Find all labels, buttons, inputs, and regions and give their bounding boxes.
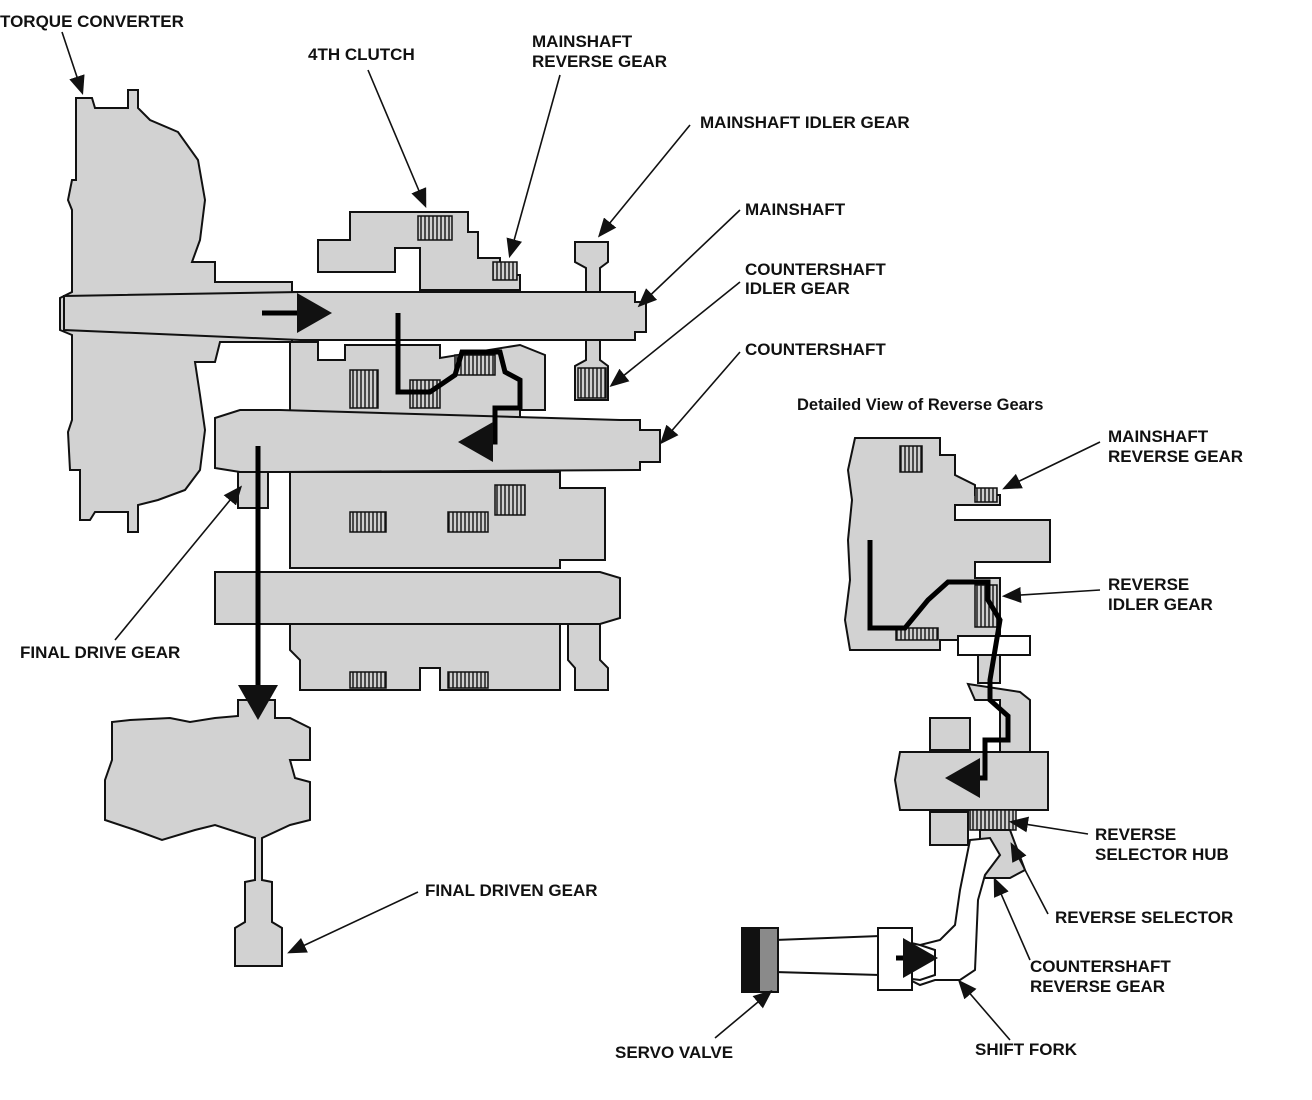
- upper-gear-teeth-b: [409, 379, 441, 409]
- upper-gear-teeth-a: [349, 369, 379, 409]
- label-countershaft: COUNTERSHAFT: [745, 340, 886, 359]
- countershaft-body: [214, 409, 661, 473]
- bottom-gear-teeth-a: [349, 671, 387, 689]
- label-detail-mainshaft-reverse-gear-l2: REVERSE GEAR: [1108, 447, 1243, 466]
- label-mainshaft-reverse-gear-l1: MAINSHAFT: [532, 32, 633, 51]
- upper-gear-teeth-c: [454, 354, 496, 376]
- label-countershaft-idler-gear-l1: COUNTERSHAFT: [745, 260, 886, 279]
- detail-reverse-idler-gear-b: [895, 627, 939, 641]
- detail-countershaft-hub: [929, 717, 971, 751]
- label-detail-countershaft-reverse-gear-l1: COUNTERSHAFT: [1030, 957, 1171, 976]
- label-detail-reverse-selector: REVERSE SELECTOR: [1055, 908, 1233, 927]
- label-mainshaft-idler-gear: MAINSHAFT IDLER GEAR: [700, 113, 910, 132]
- detail-mainshaft-reverse-gear-teeth: [974, 487, 998, 503]
- final-driven-gear: [104, 699, 311, 967]
- leader-lines: [61, 31, 1101, 1041]
- detail-lower-housing: [929, 811, 969, 846]
- mainshaft-reverse-gear: [492, 261, 518, 281]
- label-mainshaft: MAINSHAFT: [745, 200, 846, 219]
- label-final-driven-gear: FINAL DRIVEN GEAR: [425, 881, 598, 900]
- countershaft-idler-gear: [577, 367, 607, 399]
- label-detail-reverse-idler-gear-l2: IDLER GEAR: [1108, 595, 1213, 614]
- label-countershaft-idler-gear-l2: IDLER GEAR: [745, 279, 850, 298]
- label-detail-reverse-selector-hub-l1: REVERSE: [1095, 825, 1176, 844]
- secondary-shaft-body: [214, 571, 621, 625]
- label-detail-mainshaft-reverse-gear-l1: MAINSHAFT: [1108, 427, 1209, 446]
- label-detail-countershaft-reverse-gear-l2: REVERSE GEAR: [1030, 977, 1165, 996]
- detail-mainshaft-reverse-gear: [899, 445, 923, 473]
- lower-gear-teeth-b: [447, 511, 489, 533]
- detail-power-flow-path: [867, 540, 1011, 798]
- detail-view-reverse-gears: [741, 437, 1051, 993]
- detail-countershaft-body: [893, 751, 1049, 811]
- label-detail-reverse-idler-gear-l1: REVERSE: [1108, 575, 1189, 594]
- mainshaft-body: [63, 291, 647, 341]
- lower-gear-teeth-c: [494, 484, 526, 516]
- power-flow-path: [395, 313, 523, 462]
- label-detail-title: Detailed View of Reverse Gears: [797, 396, 1043, 414]
- lower-gear-teeth-a: [349, 511, 387, 533]
- detail-reverse-selector-hub: [969, 809, 1017, 831]
- label-torque-converter: TORQUE CONVERTER: [0, 12, 184, 31]
- detail-servo-valve-face: [742, 928, 760, 992]
- label-4th-clutch: 4TH CLUTCH: [308, 45, 415, 64]
- bottom-gear-cluster: [289, 623, 561, 691]
- label-detail-shift-fork: SHIFT FORK: [975, 1040, 1078, 1059]
- label-mainshaft-reverse-gear-l2: REVERSE GEAR: [532, 52, 667, 71]
- labels: TORQUE CONVERTER 4TH CLUTCH MAINSHAFT RE…: [0, 12, 1243, 1062]
- label-detail-servo-valve: SERVO VALVE: [615, 1043, 733, 1062]
- label-detail-reverse-selector-hub-l2: SELECTOR HUB: [1095, 845, 1229, 864]
- mainshaft-idler-gear: [574, 241, 609, 293]
- final-drive-gear: [237, 471, 269, 509]
- bottom-gear-teeth-b: [447, 671, 489, 689]
- transmission-cross-section: [59, 89, 661, 967]
- fourth-clutch-pack: [417, 215, 453, 241]
- bottom-right-gear: [567, 623, 609, 691]
- detail-mainshaft-housing: [843, 437, 1051, 651]
- label-final-drive-gear: FINAL DRIVE GEAR: [20, 643, 180, 662]
